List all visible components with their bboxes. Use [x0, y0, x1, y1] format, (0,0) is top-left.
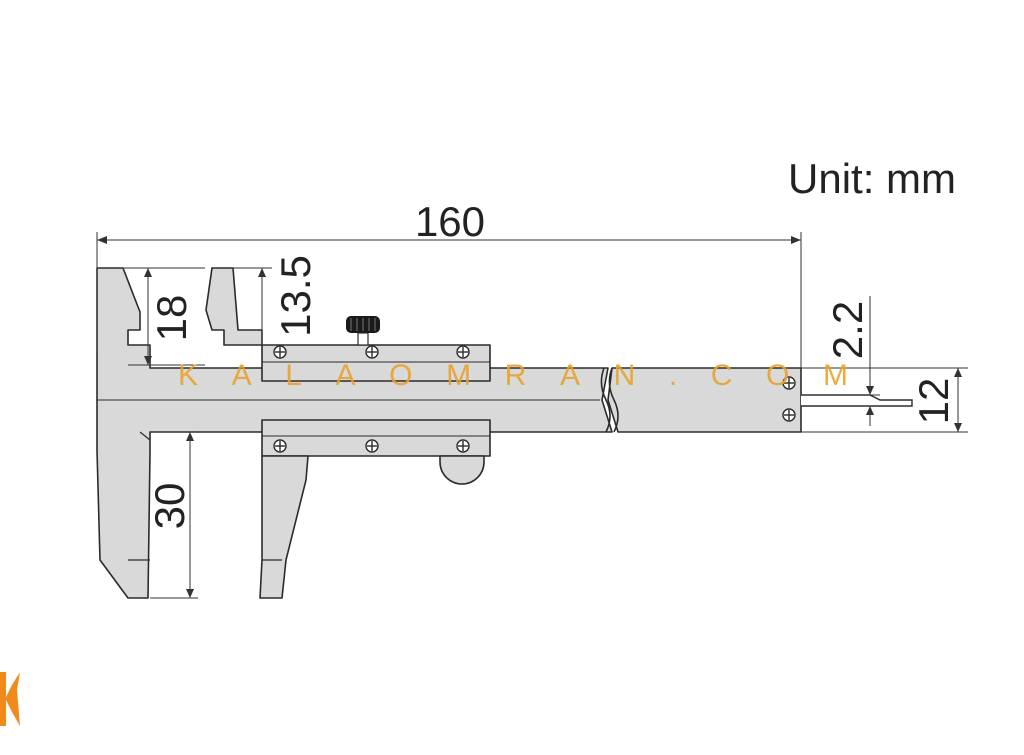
dim-upper-jaw-depth: 18	[148, 295, 195, 342]
screws	[273, 345, 796, 453]
screw-icon	[273, 439, 287, 453]
thumb-roller	[439, 455, 485, 485]
screw-icon	[365, 345, 379, 359]
screw-icon	[782, 408, 796, 422]
break-line-left	[600, 367, 611, 433]
beam-left	[96, 267, 613, 599]
screw-icon	[456, 439, 470, 453]
screw-icon	[456, 345, 470, 359]
slider-upper-jaw	[205, 267, 263, 346]
dim-inside-jaw-depth: 13.5	[272, 255, 319, 337]
depth-rod	[801, 394, 913, 407]
fixed-jaw-notch	[139, 431, 151, 441]
locking-knob-icon	[346, 316, 380, 346]
caliper-main-body	[96, 267, 802, 599]
unit-label: Unit: mm	[788, 155, 956, 202]
dim-overall-length: 160	[415, 198, 485, 245]
beam-right	[607, 367, 802, 433]
dim-beam-width: 12	[910, 378, 957, 425]
screw-icon	[365, 439, 379, 453]
dim-outside-jaw-depth: 30	[146, 483, 193, 530]
screw-icon	[782, 376, 796, 390]
screw-icon	[273, 345, 287, 359]
slider-lower-jaw	[259, 455, 309, 599]
dimension-lines	[96, 232, 968, 599]
break-line-right	[608, 367, 619, 433]
corner-logo	[0, 672, 20, 726]
dim-depth-rod-width: 2.2	[824, 301, 871, 359]
logo-k-icon	[0, 672, 20, 726]
dimension-arrows	[97, 236, 962, 598]
